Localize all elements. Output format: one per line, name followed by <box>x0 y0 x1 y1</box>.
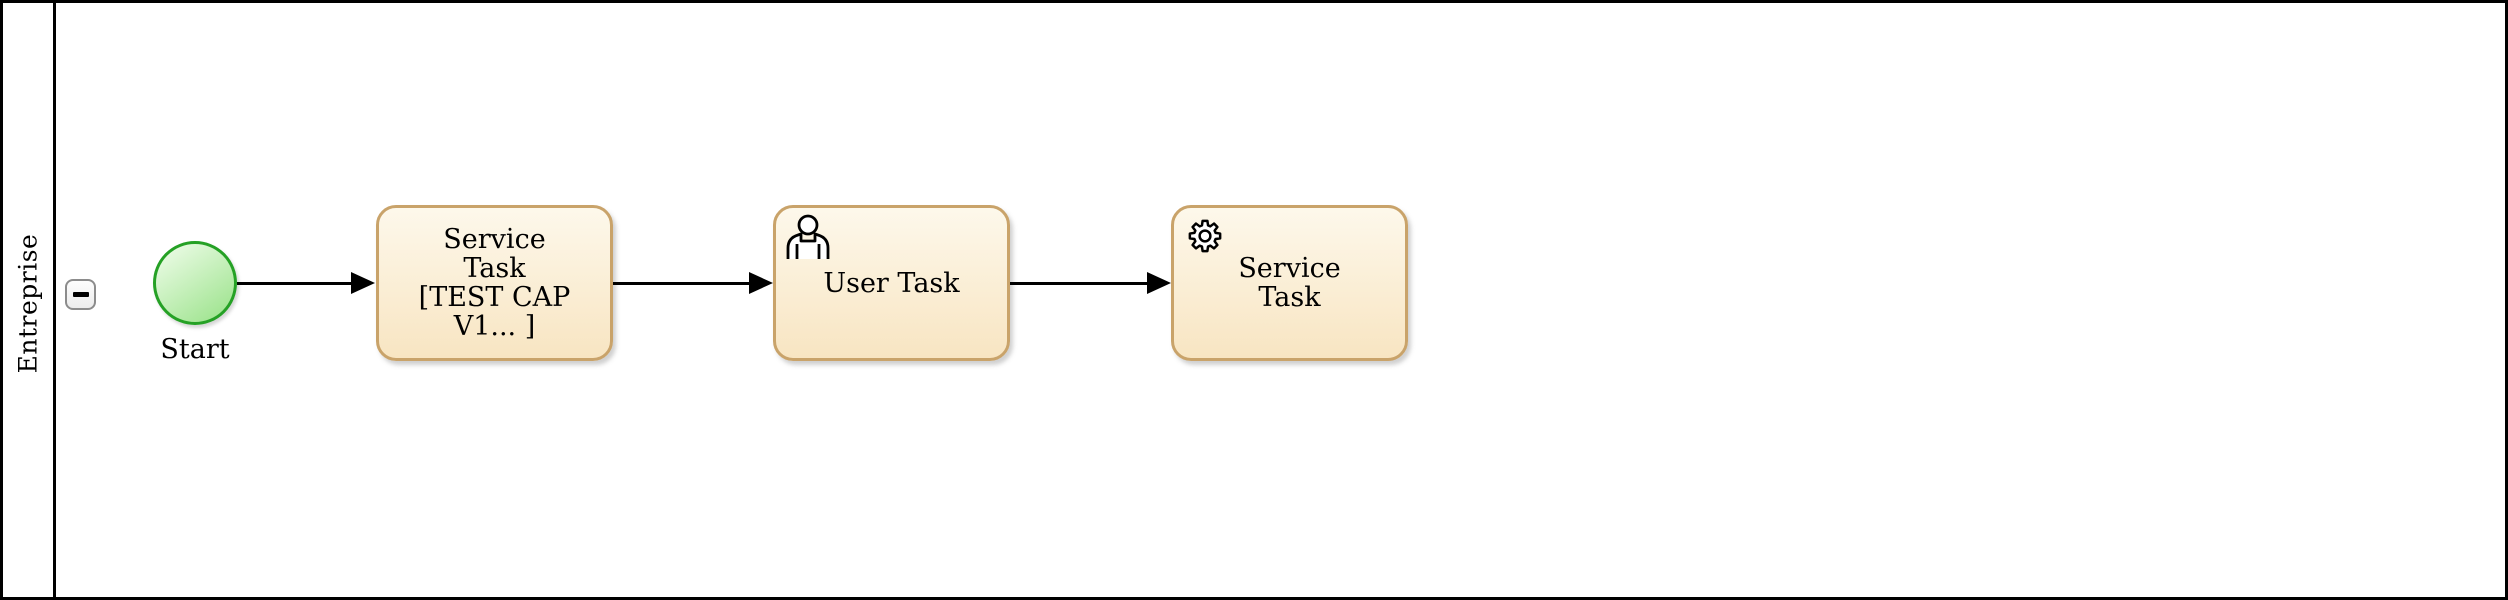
sequence-flow-start-to-task1 <box>237 272 375 294</box>
pool-label-band: Entreprise <box>3 3 56 597</box>
start-event-label: Start <box>160 334 230 365</box>
task-user[interactable]: User Task <box>773 205 1010 361</box>
pool-label: Entreprise <box>13 233 43 373</box>
task-service[interactable]: Service Task <box>1171 205 1408 361</box>
user-icon <box>786 214 830 259</box>
flow-line <box>613 281 749 285</box>
minus-icon <box>72 292 89 297</box>
collapse-pool-button[interactable] <box>65 279 96 310</box>
task-label: User Task <box>823 267 960 299</box>
start-event[interactable] <box>153 241 237 325</box>
flow-line <box>1010 281 1147 285</box>
sequence-flow-task1-to-task2 <box>613 272 773 294</box>
arrowhead-icon <box>1147 272 1171 294</box>
gear-icon <box>1188 219 1222 253</box>
task-service-test-cap[interactable]: Service Task [TEST CAP V1... ] <box>376 205 613 361</box>
sequence-flow-task2-to-task3 <box>1010 272 1171 294</box>
arrowhead-icon <box>749 272 773 294</box>
arrowhead-icon <box>351 272 375 294</box>
flow-line <box>237 281 351 285</box>
task-label: Service Task <box>1238 253 1341 313</box>
task-label: Service Task [TEST CAP V1... ] <box>418 224 571 342</box>
